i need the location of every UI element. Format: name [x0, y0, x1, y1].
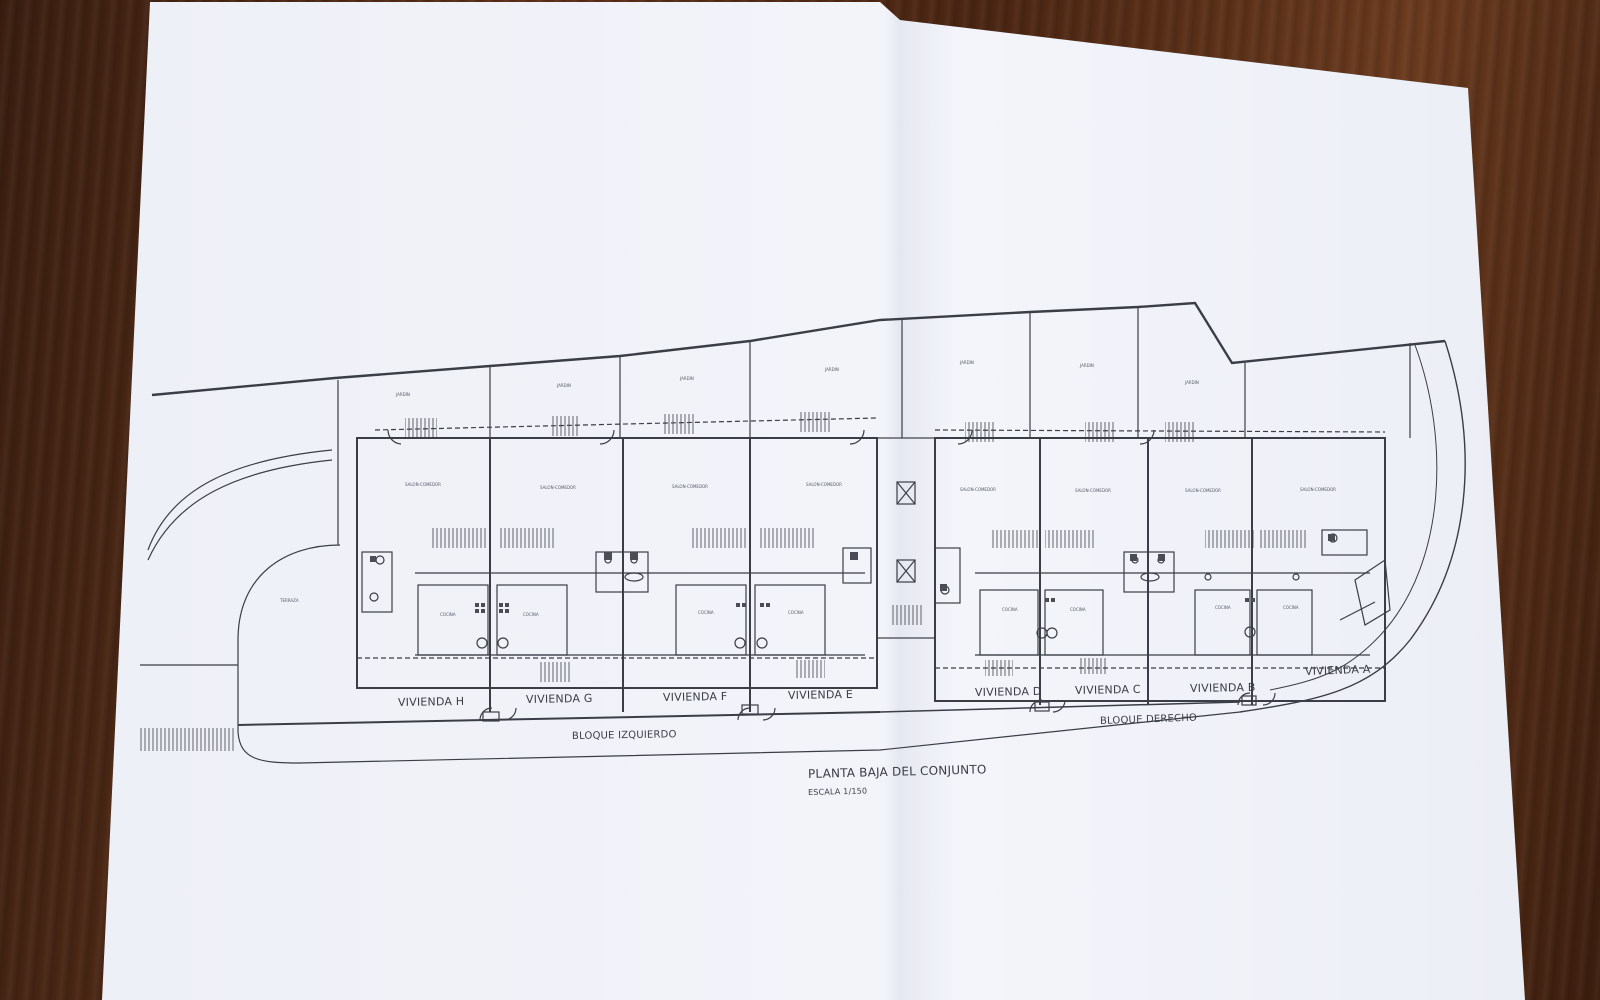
floor-plan	[140, 301, 1466, 764]
unit-label-b: VIVIENDA B	[1189, 680, 1256, 695]
street-line	[237, 711, 1241, 764]
terraza-outline	[237, 544, 341, 732]
drawing-scale: ESCALA 1/150	[807, 786, 868, 797]
salon-label-c: SALON-COMEDOR	[1075, 488, 1111, 493]
salon-label-h: SALON-COMEDOR	[405, 482, 441, 487]
unit-label-a: VIVIENDA A	[1304, 662, 1371, 678]
driveway-curve	[147, 449, 333, 551]
cocina-label-d: COCINA	[1002, 607, 1018, 612]
central-core	[876, 437, 936, 639]
salon-label-a: SALON-COMEDOR	[1300, 487, 1336, 492]
cocina-label-b: COCINA	[1215, 605, 1231, 610]
unit-label-f: VIVIENDA F	[662, 689, 728, 704]
salon-label-d: SALON-COMEDOR	[960, 487, 996, 492]
paper-sheet	[102, 2, 1525, 1000]
jardin-label-g: JARDIN	[557, 383, 571, 388]
fixtures	[370, 534, 1335, 613]
jardin-label-d: JARDIN	[960, 360, 974, 365]
cocina-label-g: COCINA	[523, 612, 539, 617]
cocina-label-h: COCINA	[440, 612, 456, 617]
right-boundary	[1239, 340, 1466, 713]
cocina-label-c: COCINA	[1070, 607, 1086, 612]
unit-label-h: VIVIENDA H	[397, 694, 465, 709]
unit-label-d: VIVIENDA D	[974, 684, 1042, 699]
jardin-label-h: JARDIN	[396, 392, 410, 397]
salon-label-b: SALON-COMEDOR	[1185, 488, 1221, 493]
block-label-left: BLOQUE IZQUIERDO	[571, 729, 677, 742]
salon-label-e: SALON-COMEDOR	[806, 482, 842, 487]
jardin-label-b: JARDIN	[1185, 380, 1199, 385]
cocina-label-a: COCINA	[1283, 605, 1299, 610]
jardin-label-c: JARDIN	[1080, 363, 1094, 368]
jardin-label-e: JARDIN	[825, 367, 839, 372]
terraza-label: TERRAZA	[280, 598, 299, 603]
cocina-label-f: COCINA	[698, 610, 714, 615]
unit-label-c: VIVIENDA C	[1074, 682, 1141, 697]
unit-label-e: VIVIENDA E	[787, 687, 854, 702]
plot-boundary	[151, 301, 1446, 397]
jardin-label-f: JARDIN	[680, 376, 694, 381]
cocina-label-e: COCINA	[788, 610, 804, 615]
stairs	[140, 412, 1308, 751]
salon-label-g: SALON-COMEDOR	[540, 485, 576, 490]
salon-label-f: SALON-COMEDOR	[672, 484, 708, 489]
unit-label-g: VIVIENDA G	[525, 691, 593, 706]
